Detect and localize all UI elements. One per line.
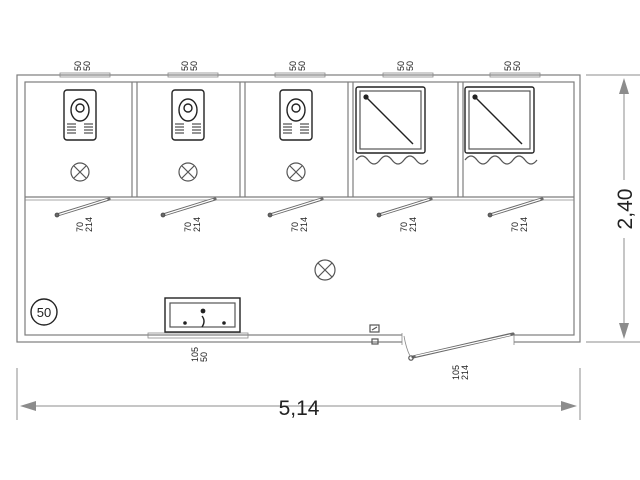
entrance-door-labels: 105 214 xyxy=(451,365,470,380)
window-2-height-label: 50 xyxy=(189,61,199,71)
entrance-door xyxy=(403,332,515,361)
room-marker-label: 50 xyxy=(37,305,51,320)
cubicle-door-labels: 70 214 70 214 70 214 70 214 70 214 xyxy=(75,217,529,232)
electrical-panel xyxy=(369,324,380,345)
door-5-width-label: 70 xyxy=(510,222,520,232)
floor-drains xyxy=(70,162,336,281)
cubicle-doors xyxy=(54,197,544,218)
window-4-height-label: 50 xyxy=(405,61,415,71)
inner-wall xyxy=(24,81,575,336)
corridor-window-labels: 105 50 xyxy=(190,347,209,362)
squat-toilet-2 xyxy=(171,89,205,141)
cubicle-dividers xyxy=(131,82,464,197)
shower-1 xyxy=(355,86,429,165)
door-5-height-label: 214 xyxy=(519,217,529,232)
overall-length-label: 5,14 xyxy=(279,397,320,420)
window-labels: 50 50 50 50 50 50 50 50 50 50 xyxy=(73,61,522,71)
window-1-height-label: 50 xyxy=(82,61,92,71)
width-dimension: 2,40 xyxy=(586,74,640,343)
entrance-door-width-label: 105 xyxy=(451,365,461,380)
overall-width-label: 2,40 xyxy=(614,189,637,230)
squat-toilet-3 xyxy=(279,89,313,141)
wash-basin xyxy=(164,297,241,333)
window-5-sill-label: 50 xyxy=(503,61,513,71)
entrance-opening xyxy=(402,333,514,345)
door-1-height-label: 214 xyxy=(84,217,94,232)
window-5-height-label: 50 xyxy=(512,61,522,71)
door-4-width-label: 70 xyxy=(399,222,409,232)
window-1-sill-label: 50 xyxy=(73,61,83,71)
corridor-window-sill-label: 105 xyxy=(190,347,200,362)
length-dimension: 5,14 xyxy=(16,368,581,420)
window-4-sill-label: 50 xyxy=(396,61,406,71)
door-1-width-label: 70 xyxy=(75,222,85,232)
outer-wall xyxy=(16,74,581,343)
door-2-width-label: 70 xyxy=(183,222,193,232)
window-3-height-label: 50 xyxy=(297,61,307,71)
door-3-height-label: 214 xyxy=(299,217,309,232)
window-2-sill-label: 50 xyxy=(180,61,190,71)
shower-2 xyxy=(464,86,538,165)
corridor-window-height-label: 50 xyxy=(199,352,209,362)
window-3-sill-label: 50 xyxy=(288,61,298,71)
door-3-width-label: 70 xyxy=(290,222,300,232)
door-4-height-label: 214 xyxy=(408,217,418,232)
squat-toilet-1 xyxy=(63,89,97,141)
door-2-height-label: 214 xyxy=(192,217,202,232)
corridor-window xyxy=(147,332,249,339)
room-marker: 50 xyxy=(30,298,58,326)
top-windows xyxy=(59,72,541,78)
entrance-door-height-label: 214 xyxy=(460,365,470,380)
